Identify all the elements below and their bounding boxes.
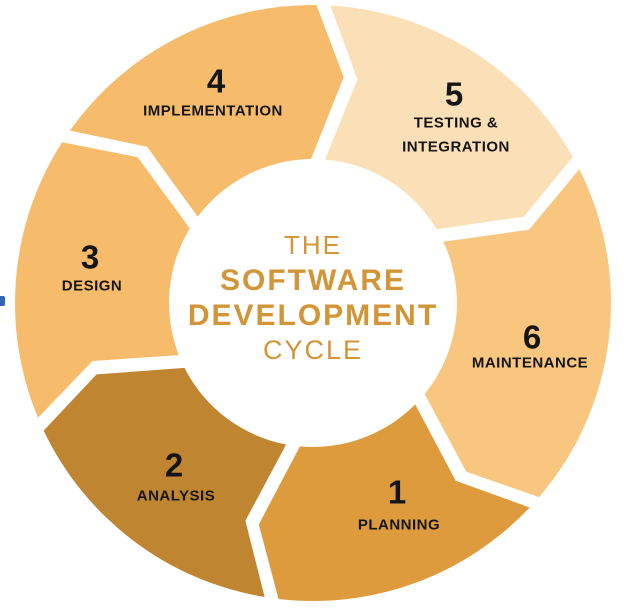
segment-5-label-line1: TESTING & (413, 114, 499, 132)
segment-design (14, 142, 190, 418)
segment-2-number: 2 (164, 446, 184, 484)
segment-1-number: 1 (387, 473, 407, 511)
segment-4-label: IMPLEMENTATION (143, 102, 283, 120)
segment-1-label: PLANNING (357, 516, 441, 534)
center-line-development: DEVELOPMENT (187, 299, 439, 332)
segment-5-label-line2: INTEGRATION (402, 138, 510, 156)
segment-6-number: 6 (522, 318, 542, 356)
segment-4-number: 4 (206, 62, 226, 100)
segment-5-number: 5 (444, 75, 464, 113)
segment-6-label: MAINTENANCE (471, 354, 589, 372)
segment-implementation (69, 4, 344, 217)
segment-2-label: ANALYSIS (136, 487, 216, 505)
segment-maintenance (424, 169, 611, 498)
segment-analysis (43, 367, 287, 597)
center-line-software: SOFTWARE (219, 264, 406, 297)
segment-3-number: 3 (80, 238, 100, 276)
center-title: THE SOFTWARE DEVELOPMENT CYCLE (188, 228, 438, 368)
segment-testing-integration (325, 5, 573, 230)
center-line-the: THE (283, 230, 342, 260)
blue-edge-artifact (0, 296, 5, 306)
center-line-cycle: CYCLE (262, 335, 364, 365)
segment-3-label: DESIGN (61, 277, 123, 295)
segment-planning (258, 404, 530, 601)
